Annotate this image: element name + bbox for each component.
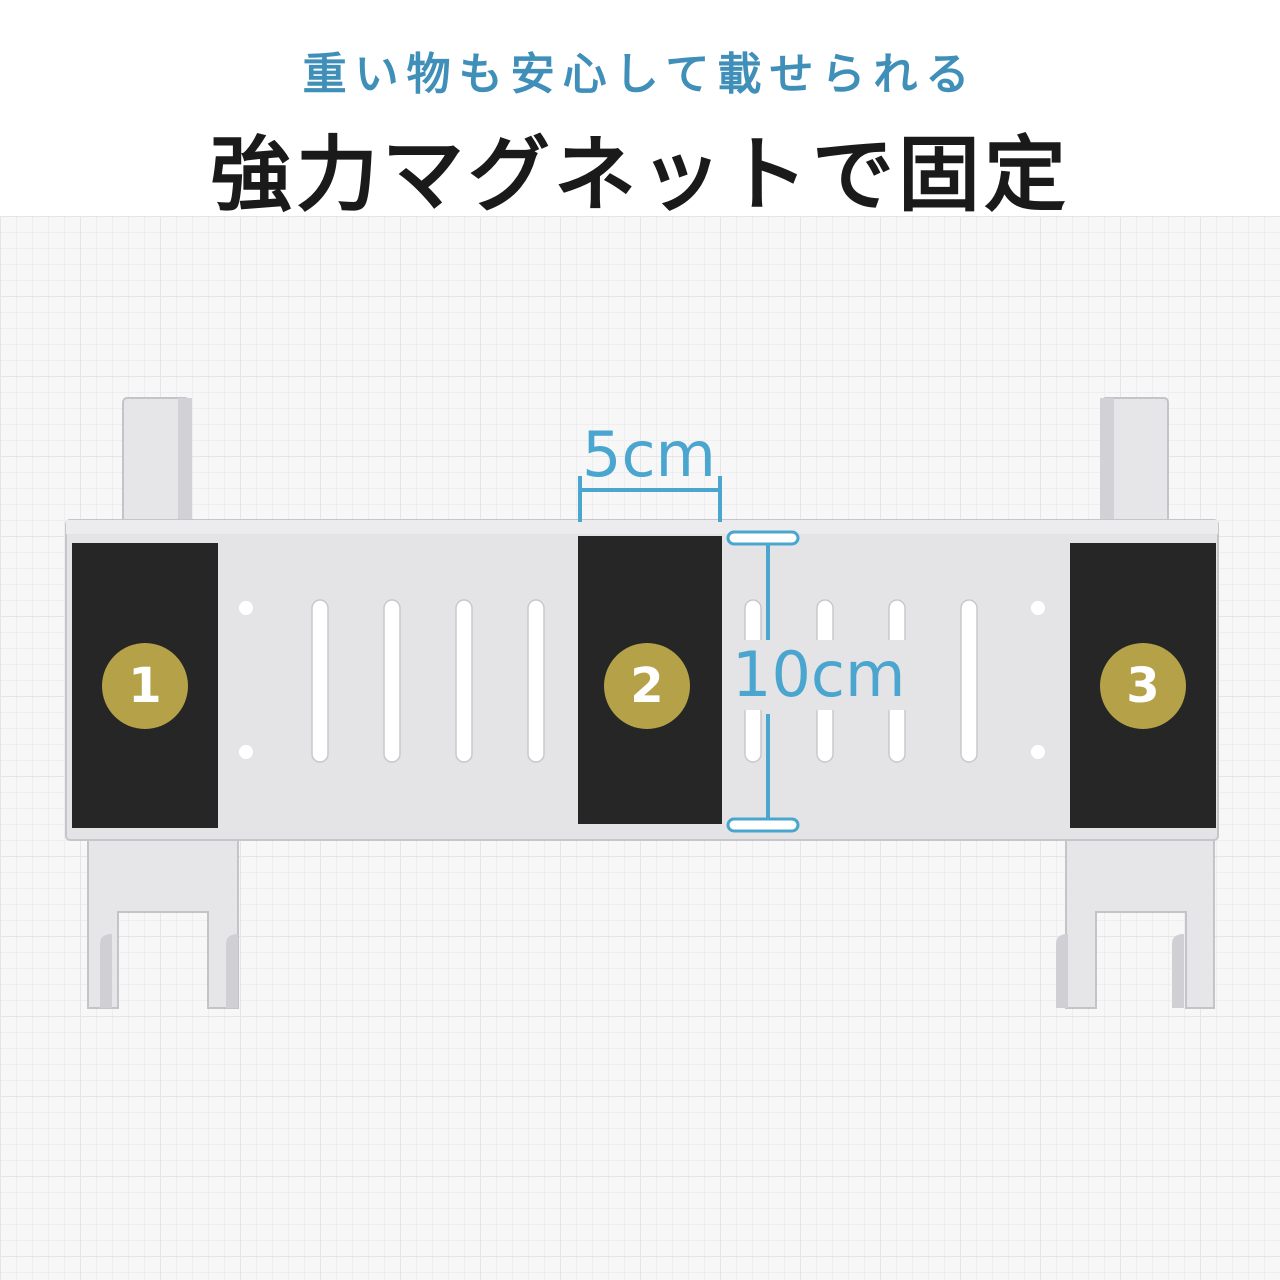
page-title: 強力マグネットで固定 <box>209 128 1070 223</box>
top-hook-left <box>122 397 192 523</box>
header: 重い物も安心して載せられる 強力マグネットで固定 <box>0 0 1280 223</box>
width-dimension-label: 5cm <box>582 418 716 491</box>
top-hook-right <box>1100 397 1169 523</box>
magnet-1-badge: 1 <box>102 643 188 729</box>
magnet-3-badge: 3 <box>1100 643 1186 729</box>
bottom-hook-left <box>87 837 239 1009</box>
width-dimension-line <box>578 476 722 522</box>
height-dimension-label: 10cm <box>728 640 910 710</box>
subtitle: 重い物も安心して載せられる <box>302 49 978 100</box>
bottom-hook-right <box>1056 837 1215 1009</box>
tray-top-edge <box>66 520 1218 534</box>
magnet-2-badge: 2 <box>604 643 690 729</box>
mounting-holes <box>239 601 1045 759</box>
height-dimension-cap-bottom <box>726 817 800 833</box>
height-dimension-cap-top <box>726 530 800 546</box>
